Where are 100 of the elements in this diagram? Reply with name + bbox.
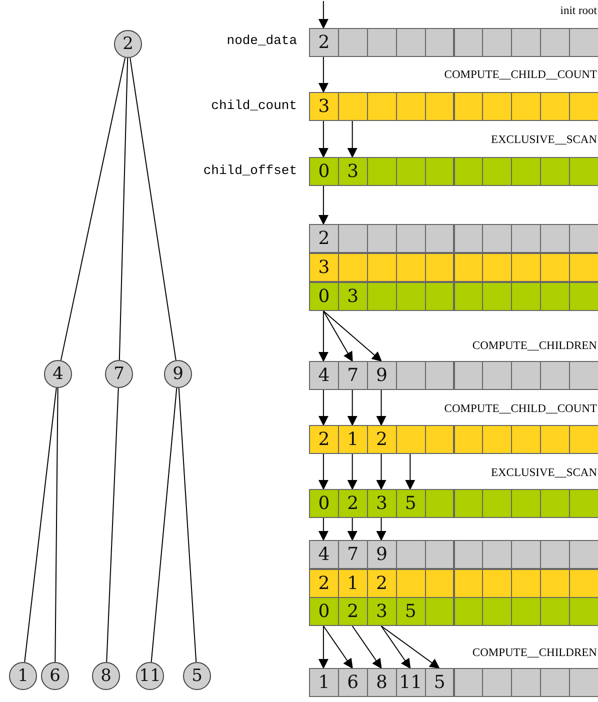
tree-edge <box>118 58 128 360</box>
array-cell <box>482 425 512 454</box>
array-name-label: child_offset <box>203 163 297 178</box>
array-cell <box>366 92 397 121</box>
array-cell <box>396 425 426 454</box>
tree-node-circle: 2 <box>114 30 142 58</box>
array-cell <box>454 489 484 518</box>
step-label: EXCLUSIVE__SCAN <box>490 467 597 479</box>
arrow <box>347 518 358 541</box>
array-cell <box>366 282 397 311</box>
array-cell <box>511 28 542 57</box>
array-cell <box>511 425 542 454</box>
array-cell <box>569 361 598 390</box>
array-cell <box>396 92 426 121</box>
array-cell <box>482 157 512 186</box>
array-cell <box>454 361 484 390</box>
array-cell <box>569 569 598 598</box>
array-cell: 7 <box>338 361 368 390</box>
array-cell <box>366 157 397 186</box>
array-cell: 1 <box>338 425 368 454</box>
array-cell: 2 <box>338 489 368 518</box>
array-cell <box>511 282 542 311</box>
array-cell: 9 <box>366 540 397 569</box>
arrow <box>380 626 411 669</box>
array-cell <box>338 28 368 57</box>
array-cell <box>454 92 484 121</box>
array-cell <box>396 361 426 390</box>
array-cell <box>454 28 484 57</box>
array-cell <box>396 569 426 598</box>
array-cell <box>569 224 598 253</box>
array-cell <box>338 224 368 253</box>
array-cell: 3 <box>309 253 339 282</box>
arrow <box>318 626 328 669</box>
array-cell <box>540 569 570 598</box>
array-cell <box>540 28 570 57</box>
array-cell: 3 <box>309 92 339 121</box>
array-cell <box>569 157 598 186</box>
step-label: EXCLUSIVE__SCAN <box>490 134 597 146</box>
array-cell <box>540 253 570 282</box>
array-cell <box>569 540 598 569</box>
array-cell: 11 <box>396 668 426 697</box>
array-cell <box>540 224 570 253</box>
array-cell <box>482 224 512 253</box>
array-cell <box>396 282 426 311</box>
array-cell <box>540 489 570 518</box>
tree-edge <box>60 57 126 361</box>
array-cell <box>396 28 426 57</box>
array-cell <box>569 282 598 311</box>
array-cell <box>424 92 454 121</box>
arrow <box>380 626 440 669</box>
tree-edge <box>54 388 58 662</box>
array-cell <box>454 224 484 253</box>
array-cell: 7 <box>338 540 368 569</box>
array-cell: 2 <box>366 425 397 454</box>
arrow <box>318 454 328 490</box>
array-cell <box>511 92 542 121</box>
tree-node-circle: 1 <box>9 662 37 690</box>
arrow <box>352 626 382 669</box>
array-cell: 0 <box>309 597 339 626</box>
array-cell <box>482 597 512 626</box>
array-cell <box>540 597 570 626</box>
array-cell <box>482 361 512 390</box>
array-cell <box>366 224 397 253</box>
tree-edge <box>178 387 197 663</box>
arrow <box>322 310 353 362</box>
arrow <box>318 56 328 93</box>
arrow <box>318 310 328 362</box>
array-cell <box>454 253 484 282</box>
array-cell <box>540 282 570 311</box>
array-cell: 5 <box>396 489 426 518</box>
array-cell <box>454 157 484 186</box>
array-cell <box>424 282 454 311</box>
array-cell <box>511 668 542 697</box>
array-cell <box>396 540 426 569</box>
tree-edge <box>150 387 178 663</box>
array-cell <box>482 489 512 518</box>
array-cell <box>424 425 454 454</box>
array-cell <box>454 425 484 454</box>
array-cell <box>482 92 512 121</box>
array-cell <box>511 253 542 282</box>
tree-node-circle: 6 <box>41 662 69 690</box>
arrow <box>322 310 382 362</box>
array-cell: 3 <box>338 282 368 311</box>
array-cell <box>540 540 570 569</box>
array-cell <box>338 253 368 282</box>
array-cell <box>540 668 570 697</box>
array-cell: 6 <box>338 668 368 697</box>
arrow <box>405 454 416 490</box>
array-cell <box>482 28 512 57</box>
step-label: COMPUTE__CHILD__COUNT <box>444 403 597 415</box>
array-name-label: node_data <box>226 33 297 48</box>
arrow <box>318 518 328 541</box>
array-cell: 4 <box>309 540 339 569</box>
array-cell <box>540 361 570 390</box>
array-cell <box>511 489 542 518</box>
tree-edge <box>24 387 57 663</box>
array-cell <box>482 253 512 282</box>
array-cell <box>396 157 426 186</box>
tree-node-circle: 7 <box>105 360 133 388</box>
arrow <box>322 626 353 669</box>
